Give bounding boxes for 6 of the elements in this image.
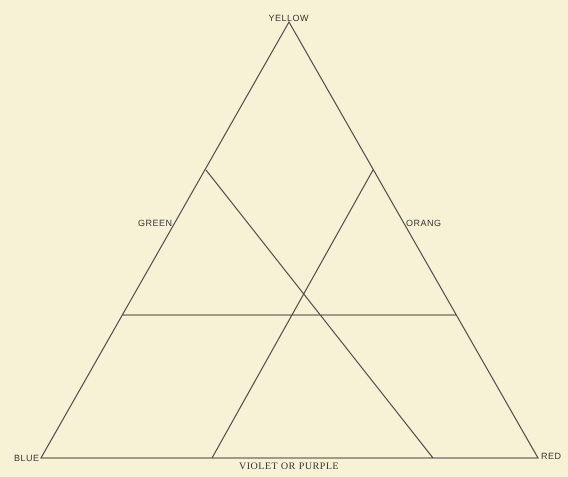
color-label: YELLOW: [268, 13, 310, 23]
color-label: VIOLET OR PURPLE: [239, 462, 340, 472]
color-label: RED: [541, 451, 562, 461]
color-label: ORANG: [406, 218, 442, 228]
color-label: GREEN: [138, 218, 173, 228]
color-label: BLUE: [14, 453, 40, 463]
